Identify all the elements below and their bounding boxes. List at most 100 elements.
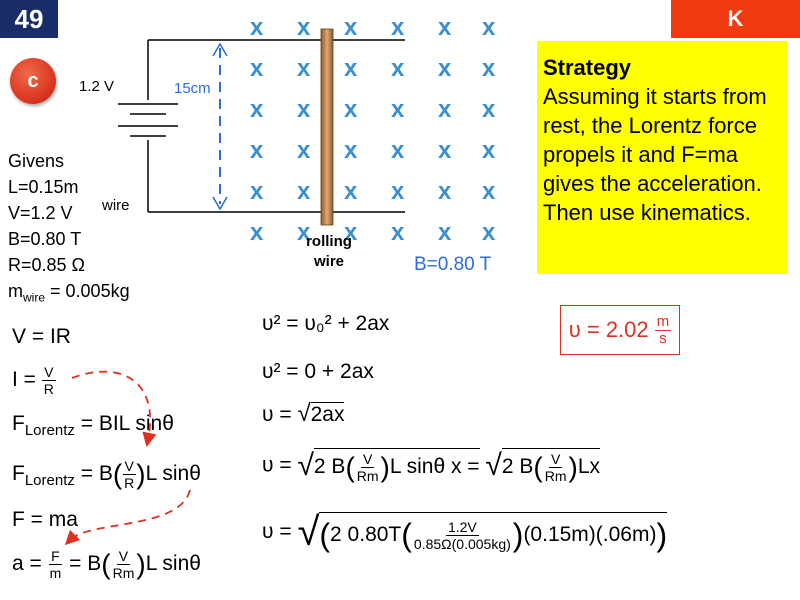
accel-eq-b: = B <box>69 552 102 576</box>
strategy-text: Assuming it starts from rest, the Lorent… <box>543 84 767 225</box>
field-x-mark: x <box>438 55 452 82</box>
accel-eq-den2: Rm <box>112 565 135 581</box>
lorentz-eq-rhs: = BIL sinθ <box>80 412 174 435</box>
k4-c: 2 B <box>501 455 534 479</box>
k4-den: Rm <box>356 468 379 484</box>
arrow-to-acceleration <box>64 489 191 546</box>
field-x-mark: x <box>482 219 496 246</box>
answer-unit-den: s <box>659 329 667 347</box>
lorentz-eq-F: F <box>12 412 25 435</box>
field-x-mark: x <box>391 55 405 82</box>
field-x-mark: x <box>344 178 358 205</box>
k4-num2: V <box>548 451 563 468</box>
given-resistance: R=0.85 Ω <box>8 255 86 275</box>
strategy-heading: Strategy <box>543 55 632 80</box>
field-x-mark: x <box>297 55 311 82</box>
field-x-mark: x <box>482 137 496 164</box>
answer-unit-num: m <box>654 312 672 331</box>
given-mass-value: = 0.005kg <box>45 281 130 301</box>
lorentz-eq-sub: Lorentz <box>24 422 75 440</box>
newton-eq: F = ma <box>12 508 78 531</box>
given-mass: mwire = 0.005kg <box>8 278 130 311</box>
rolling-label-line1: rolling <box>306 233 352 250</box>
field-x-mark: x <box>297 219 311 246</box>
k5-num: 1.2V <box>445 518 479 536</box>
accel-eq-rest: L sinθ <box>145 552 201 576</box>
field-x-mark: x <box>391 14 405 41</box>
field-x-mark: x <box>438 137 452 164</box>
field-x-mark: x <box>297 178 311 205</box>
givens-title: Givens <box>8 151 65 171</box>
lorentz-subst-b: = B <box>80 462 113 486</box>
k3-lhs: υ = <box>262 403 292 426</box>
field-x-mark: x <box>344 96 358 123</box>
field-x-mark: x <box>250 96 264 123</box>
rolling-label-line2: wire <box>313 253 344 270</box>
field-x-mark: x <box>297 137 311 164</box>
field-x-mark: x <box>344 219 358 246</box>
field-x-mark: x <box>344 137 358 164</box>
given-field: B=0.80 T <box>8 229 82 249</box>
kinematics-eq-3: υ = √2ax <box>262 400 345 427</box>
k5-a: 2 0.80T <box>330 522 402 546</box>
k3-radicand: 2ax <box>310 402 345 426</box>
kinematics-eq-2: υ² = 0 + 2ax <box>262 360 374 383</box>
field-x-mark: x <box>438 14 452 41</box>
current-eq-num: V <box>42 364 56 381</box>
field-x-mark: x <box>438 178 452 205</box>
field-x-mark: x <box>344 14 358 41</box>
lorentz-subst-num: V <box>122 458 136 475</box>
field-x-mark: x <box>297 96 311 123</box>
k4-lhs: υ = <box>262 453 292 477</box>
current-eq-den: R <box>43 381 54 397</box>
strategy-box: Strategy Assuming it starts from rest, t… <box>537 41 787 274</box>
wire-label: wire <box>102 197 130 214</box>
field-x-mark: x <box>438 96 452 123</box>
field-x-mark: x <box>482 55 496 82</box>
field-x-mark: x <box>250 55 264 82</box>
given-length: L=0.15m <box>8 177 79 197</box>
field-x-mark: x <box>250 219 264 246</box>
lorentz-eq: FLorentz = BIL sinθ <box>12 412 174 439</box>
k5-b: (0.15m)(.06m) <box>523 522 657 546</box>
ohms-law-eq: V = IR <box>12 325 71 348</box>
circuit-diagram <box>118 28 405 226</box>
accel-eq-num2: V <box>116 548 131 565</box>
lorentz-subst-rest: L sinθ <box>145 462 201 486</box>
k4-d: Lx <box>577 455 601 479</box>
lorentz-subst-F: F <box>12 462 25 486</box>
field-x-mark: x <box>250 14 264 41</box>
length-label: 15cm <box>174 80 211 97</box>
accel-eq-lhs: a = <box>12 552 42 576</box>
length-arrow <box>212 42 228 211</box>
k4-a: 2 B <box>313 455 346 479</box>
field-label: B=0.80 T <box>414 254 492 275</box>
givens-list: Givens L=0.15m V=1.2 V B=0.80 T R=0.85 Ω… <box>8 148 130 311</box>
k5-lhs: υ = <box>262 520 292 544</box>
given-mass-symbol: m <box>8 281 23 301</box>
field-x-mark: x <box>482 96 496 123</box>
slide-number-badge: 49 <box>0 0 58 38</box>
field-x-mark: x <box>482 178 496 205</box>
accel-eq-num: F <box>49 548 62 565</box>
field-x-mark: x <box>297 14 311 41</box>
lorentz-subst-den: R <box>124 475 135 491</box>
field-x-mark: x <box>250 137 264 164</box>
k5-den: 0.85Ω(0.005kg) <box>413 535 511 552</box>
field-x-mark: x <box>391 178 405 205</box>
field-x-mark: x <box>250 178 264 205</box>
k4-num: V <box>360 451 375 468</box>
field-x-mark: x <box>344 55 358 82</box>
kinematics-eq-1: υ² = υ₀² + 2ax <box>262 312 390 335</box>
rolling-wire-label: rolling wire <box>299 232 359 272</box>
accel-eq-den: m <box>49 565 62 581</box>
